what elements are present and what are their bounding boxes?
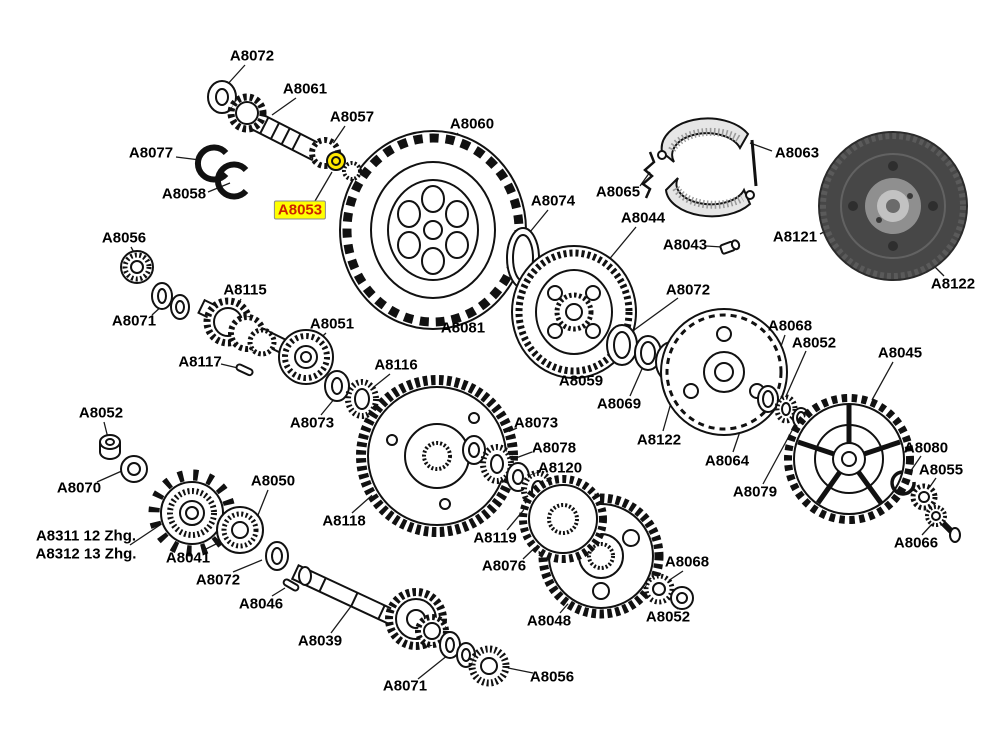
- part-label-a8053-6[interactable]: A8053: [273, 200, 327, 220]
- clutch-basket: [339, 130, 527, 330]
- part-label-a8052-30[interactable]: A8052: [78, 404, 124, 422]
- part-label-a8070-35[interactable]: A8070: [56, 479, 102, 497]
- part-label-a8069-26[interactable]: A8069: [596, 395, 642, 413]
- part-label-a8119-38[interactable]: A8119: [473, 529, 517, 547]
- part-label-a8052-23[interactable]: A8052: [791, 334, 837, 352]
- part-label-a8044-10[interactable]: A8044: [620, 209, 666, 227]
- part-label-a8116-19[interactable]: A8116: [374, 356, 418, 374]
- part-label-a8050-36[interactable]: A8050: [250, 472, 296, 490]
- part-label-a8068-22[interactable]: A8068: [767, 317, 813, 335]
- kickstart-piece-a8066: [925, 505, 961, 543]
- part-label-a8311-40[interactable]: A8311 12 Zhg.: [35, 527, 137, 545]
- part-label-a8043-11[interactable]: A8043: [662, 236, 708, 254]
- input-shaft-assembly: [207, 80, 362, 181]
- part-label-a8072-0[interactable]: A8072: [229, 47, 275, 65]
- part-label-a8076-39[interactable]: A8076: [481, 557, 527, 575]
- part-label-a8052-48[interactable]: A8052: [645, 608, 691, 626]
- part-label-a8121-12[interactable]: A8121: [772, 228, 818, 246]
- part-label-a8115-15[interactable]: A8115: [223, 281, 267, 299]
- part-label-a8072-43[interactable]: A8072: [195, 571, 241, 589]
- bushing-a8052: [99, 434, 121, 460]
- washer-a8070: [120, 455, 148, 483]
- part-label-a8046-44[interactable]: A8046: [238, 595, 284, 613]
- part-label-a8122-27[interactable]: A8122: [636, 431, 682, 449]
- gear-a8076: [519, 475, 607, 563]
- part-label-a8066-53[interactable]: A8066: [893, 534, 939, 552]
- circlip-a8080: [890, 470, 916, 496]
- part-label-a8041-42[interactable]: A8041: [165, 549, 211, 567]
- clutch-shoes: [657, 117, 758, 218]
- part-label-a8057-2[interactable]: A8057: [329, 108, 375, 126]
- part-label-a8064-28[interactable]: A8064: [704, 452, 750, 470]
- part-label-a8118-37[interactable]: A8118: [322, 512, 366, 530]
- primary-gear-a8118: [356, 375, 518, 537]
- part-label-a8055-52[interactable]: A8055: [918, 461, 964, 479]
- countershaft-a8039: [290, 563, 510, 687]
- part-label-a8065-7[interactable]: A8065: [595, 183, 641, 201]
- pin-a8046: [282, 578, 300, 592]
- part-label-a8072-21[interactable]: A8072: [665, 281, 711, 299]
- part-label-a8060-3[interactable]: A8060: [449, 115, 495, 133]
- part-label-a8056-50[interactable]: A8056: [529, 668, 575, 686]
- part-label-a8071-16[interactable]: A8071: [111, 312, 157, 330]
- bearings-a8041-a8050: [216, 506, 289, 571]
- shoe-spring: [640, 151, 656, 199]
- part-label-a8068-47[interactable]: A8068: [664, 553, 710, 571]
- part-label-a8071-49[interactable]: A8071: [382, 677, 428, 695]
- rings-a8068-a8052-lower: [643, 573, 694, 610]
- part-label-a8073-32[interactable]: A8073: [513, 414, 559, 432]
- part-label-a8077-4[interactable]: A8077: [128, 144, 174, 162]
- part-label-a8120-34[interactable]: A8120: [537, 459, 583, 477]
- part-label-a8059-25[interactable]: A8059: [558, 372, 604, 390]
- part-label-a8039-45[interactable]: A8039: [297, 632, 343, 650]
- pin-a8043: [719, 239, 741, 255]
- part-label-a8058-5[interactable]: A8058: [161, 185, 207, 203]
- mainshaft-assembly: [120, 250, 379, 419]
- part-label-a8080-51[interactable]: A8080: [903, 439, 949, 457]
- part-label-a8074-9[interactable]: A8074: [530, 192, 576, 210]
- part-label-a8079-29[interactable]: A8079: [732, 483, 778, 501]
- part-label-a8312-41[interactable]: A8312 13 Zhg.: [35, 545, 137, 563]
- clutch-hub: [511, 245, 637, 379]
- part-label-a8117-18[interactable]: A8117: [178, 353, 222, 371]
- part-label-a8048-46[interactable]: A8048: [526, 612, 572, 630]
- part-label-a8081-20[interactable]: A8081: [440, 319, 486, 337]
- part-label-a8056-14[interactable]: A8056: [101, 229, 147, 247]
- part-label-a8078-33[interactable]: A8078: [531, 439, 577, 457]
- circlips-a8077-a8058: [194, 144, 249, 200]
- flywheel-photo: [818, 131, 968, 281]
- part-label-a8045-24[interactable]: A8045: [877, 344, 923, 362]
- small-gear-a8055: [910, 483, 938, 511]
- part-label-a8063-8[interactable]: A8063: [774, 144, 820, 162]
- part-label-a8073-31[interactable]: A8073: [289, 414, 335, 432]
- clutch-cover: [784, 394, 914, 524]
- part-label-a8061-1[interactable]: A8061: [282, 80, 328, 98]
- part-label-a8051-17[interactable]: A8051: [309, 315, 355, 333]
- part-label-a8122-13[interactable]: A8122: [930, 275, 976, 293]
